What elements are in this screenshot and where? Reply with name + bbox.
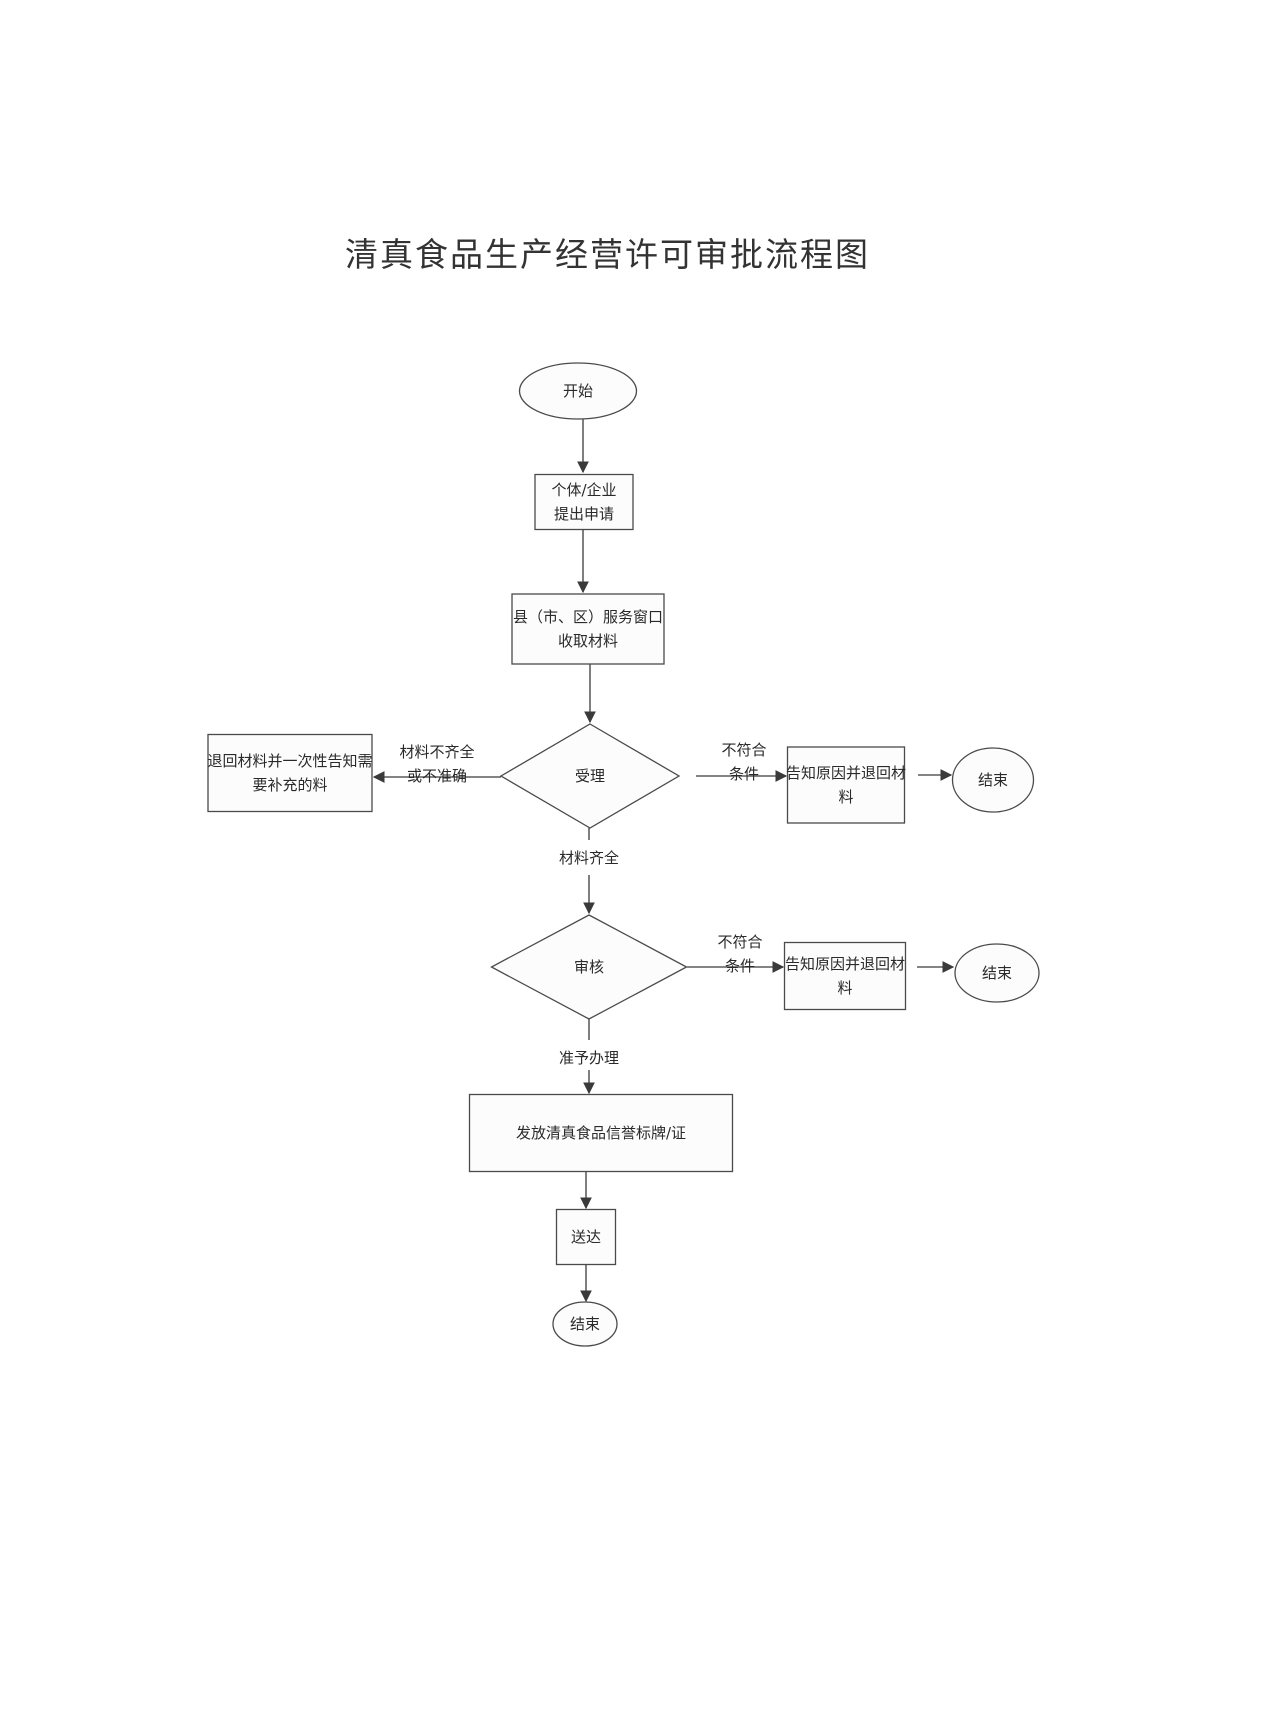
process-shape <box>555 1208 617 1266</box>
node-end2: 结束 <box>954 943 1040 1003</box>
terminal-shape <box>518 362 638 420</box>
edge-label: 材料不齐全 <box>399 743 474 761</box>
decision-shape <box>499 723 681 829</box>
node-end1: 结束 <box>951 747 1035 813</box>
process-shape <box>207 733 373 813</box>
edge-label: 材料齐全 <box>559 849 619 867</box>
process-shape <box>511 593 665 665</box>
page-title: 清真食品生产经营许可审批流程图 <box>345 235 870 274</box>
node-review: 审核 <box>490 914 688 1020</box>
node-issue: 发放清真食品信誉标牌/证 <box>468 1093 734 1173</box>
node-label: 告知原因并退回材 <box>785 955 905 973</box>
node-label: 料 <box>838 788 853 806</box>
node-accept: 受理 <box>499 723 681 829</box>
edge-label: 条件 <box>725 957 755 975</box>
decision-shape <box>490 914 688 1020</box>
edge-label: 不符合 <box>717 933 762 951</box>
node-label: 受理 <box>575 767 605 785</box>
edge-label: 条件 <box>729 765 759 783</box>
process-shape <box>786 746 906 824</box>
node-deliver: 送达 <box>555 1208 617 1266</box>
node-label: 审核 <box>574 958 604 976</box>
node-label: 退回材料并一次性告知需 <box>207 752 372 770</box>
edge-label: 准予办理 <box>559 1049 619 1067</box>
node-label: 要补充的料 <box>252 776 327 794</box>
node-label: 收取材料 <box>558 632 618 650</box>
process-shape <box>468 1093 734 1173</box>
terminal-shape <box>552 1301 618 1347</box>
node-label: 个体/企业 <box>551 481 616 499</box>
node-label: 提出申请 <box>554 505 614 523</box>
terminal-shape <box>954 943 1040 1003</box>
edge-label: 或不准确 <box>407 767 467 785</box>
node-start: 开始 <box>518 362 638 420</box>
node-label: 开始 <box>563 382 593 400</box>
node-label: 告知原因并退回材 <box>786 764 906 782</box>
process-shape <box>783 941 907 1011</box>
node-label: 县（市、区）服务窗口 <box>513 608 663 626</box>
node-label: 结束 <box>570 1315 600 1333</box>
node-label: 送达 <box>571 1228 601 1246</box>
node-label: 结束 <box>978 771 1008 789</box>
terminal-shape <box>951 747 1035 813</box>
process-shape <box>534 473 634 531</box>
edge-label: 不符合 <box>721 741 766 759</box>
node-label: 发放清真食品信誉标牌/证 <box>516 1124 686 1142</box>
node-end3: 结束 <box>552 1301 618 1347</box>
node-label: 料 <box>837 979 852 997</box>
node-label: 结束 <box>982 964 1012 982</box>
